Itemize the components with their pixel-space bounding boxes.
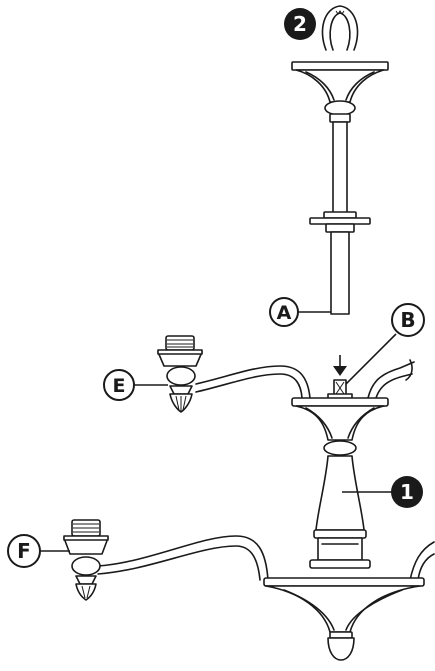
socket-e (157, 335, 203, 413)
socket-f (63, 519, 109, 601)
upper-rod (309, 121, 371, 233)
rod-a (330, 231, 350, 315)
lower-right-arm (409, 541, 435, 581)
callout-e-label: E (113, 375, 126, 397)
bottom-bowl (263, 577, 425, 661)
callout-a: A (269, 297, 299, 327)
callout-a-label: A (277, 302, 292, 324)
lower-left-arm (97, 535, 269, 581)
callout-step-1-label: 1 (400, 480, 414, 504)
upper-left-arm (195, 365, 311, 399)
upper-right-arm (367, 359, 415, 399)
callout-e: E (103, 369, 135, 401)
callout-step-2: 2 (284, 8, 316, 40)
callout-b-label: B (400, 308, 415, 332)
center-column (309, 455, 371, 569)
callout-step-1: 1 (391, 476, 423, 508)
center-hub-upper (291, 379, 389, 456)
top-canopy (291, 61, 389, 123)
down-arrow-icon (333, 355, 347, 376)
hanging-loop (321, 5, 359, 51)
callout-f-label: F (17, 539, 31, 563)
callout-b: B (391, 303, 425, 337)
callout-f: F (7, 534, 41, 568)
leader-b (345, 333, 397, 385)
callout-step-2-label: 2 (293, 12, 307, 36)
